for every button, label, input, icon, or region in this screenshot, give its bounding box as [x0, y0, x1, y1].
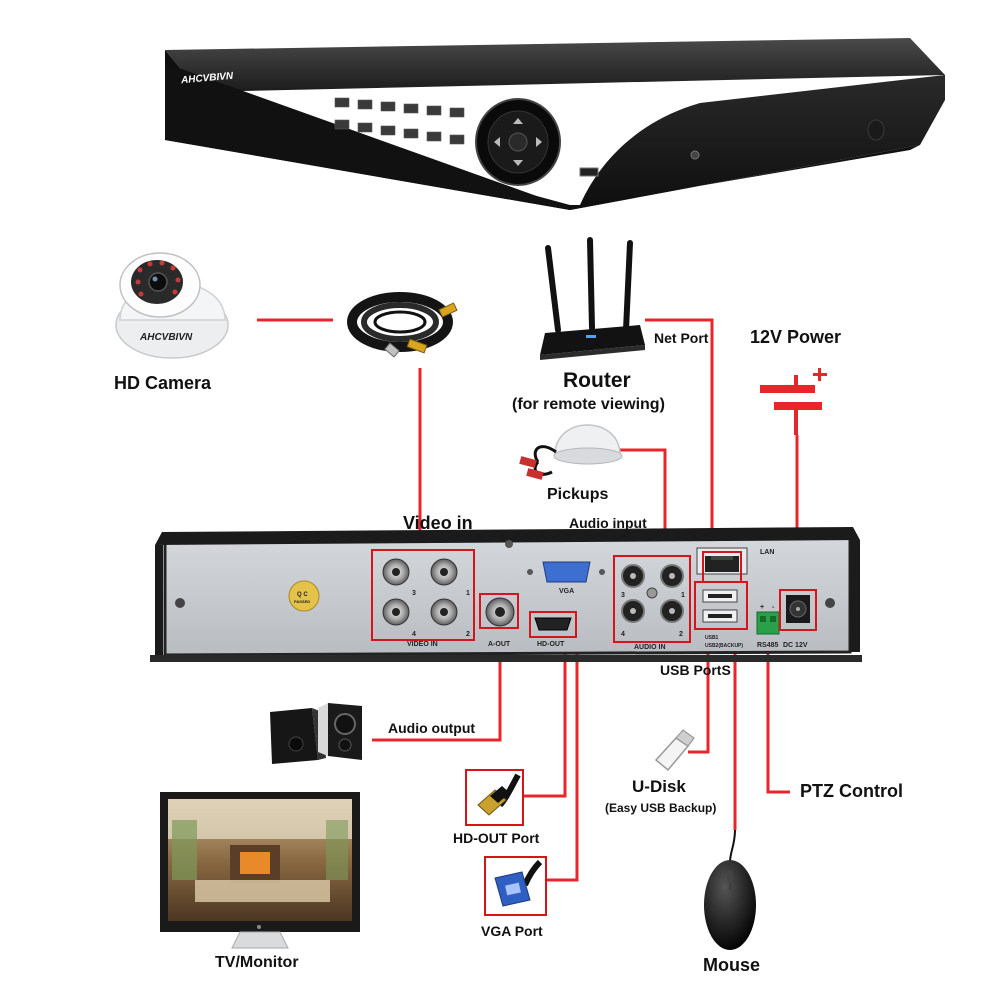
vga-cable-illustration: [484, 856, 547, 916]
channel-1-audio: 1: [681, 592, 685, 599]
power-symbol: [760, 368, 827, 435]
channel-3-video: 3: [412, 590, 416, 597]
label-video-in: Video in: [403, 513, 473, 533]
panel-label-dc12v: DC 12V: [783, 642, 808, 649]
label-u-disk: U-Disk: [632, 777, 686, 796]
label-tv-monitor: TV/Monitor: [215, 954, 299, 971]
channel-2-audio: 2: [679, 631, 683, 638]
video-cable-coil: [347, 292, 458, 358]
speakers-illustration: [270, 703, 362, 764]
camera-brand-logo: AHCVBIVN: [140, 332, 193, 343]
label-router: Router: [563, 369, 631, 392]
label-net-port: Net Port: [654, 330, 709, 346]
dvr-rear-panel: [150, 527, 862, 662]
panel-label-rs485: RS485: [757, 642, 779, 649]
label-audio-output: Audio output: [388, 720, 476, 736]
rs485-minus: -: [772, 604, 775, 611]
label-audio-input: Audio input: [569, 515, 647, 531]
panel-label-video-in: VIDEO IN: [407, 641, 438, 648]
panel-label-usb1: USB1: [705, 635, 719, 641]
video-in-connectors: [382, 558, 458, 626]
label-hd-out-port: HD-OUT Port: [453, 830, 540, 846]
label-u-disk-sub: (Easy USB Backup): [605, 801, 717, 815]
qc-sticker-label: Q C: [297, 592, 308, 598]
panel-label-a-out: A-OUT: [488, 641, 511, 648]
panel-label-hd-out: HD-OUT: [537, 641, 565, 648]
rs485-plus: +: [760, 604, 764, 611]
label-vga-port: VGA Port: [481, 923, 543, 939]
router-illustration: [540, 237, 645, 360]
channel-4-video: 4: [412, 631, 416, 638]
panel-label-vga: VGA: [559, 588, 574, 595]
mouse-illustration: [704, 829, 756, 950]
panel-label-lan: LAN: [760, 549, 774, 556]
tv-monitor-illustration: [160, 792, 360, 949]
label-usb-ports: USB PortS: [660, 662, 731, 678]
channel-4-audio: 4: [621, 631, 625, 638]
label-router-sub: (for remote viewing): [512, 396, 665, 413]
label-mouse: Mouse: [703, 955, 761, 975]
pickup-microphone-illustration: [519, 424, 623, 480]
channel-1-video: 1: [466, 590, 470, 597]
label-ptz-control: PTZ Control: [800, 781, 903, 801]
dvr-front-unit: [165, 38, 945, 210]
label-hd-camera: HD Camera: [114, 373, 212, 393]
label-12v-power: 12V Power: [750, 327, 842, 347]
audio-in-connectors: [621, 564, 684, 623]
hdmi-cable-illustration: [465, 769, 524, 826]
channel-3-audio: 3: [621, 592, 625, 599]
connection-lines: [257, 318, 799, 882]
u-disk-illustration: [654, 729, 695, 772]
panel-label-audio-in: AUDIO IN: [634, 644, 666, 651]
qc-sticker-sub: PASSED: [294, 599, 310, 604]
panel-label-usb2: USB2(BACKUP): [705, 643, 743, 649]
channel-2-video: 2: [466, 631, 470, 638]
label-pickups: Pickups: [547, 486, 609, 503]
hd-camera-illustration: [115, 252, 229, 359]
